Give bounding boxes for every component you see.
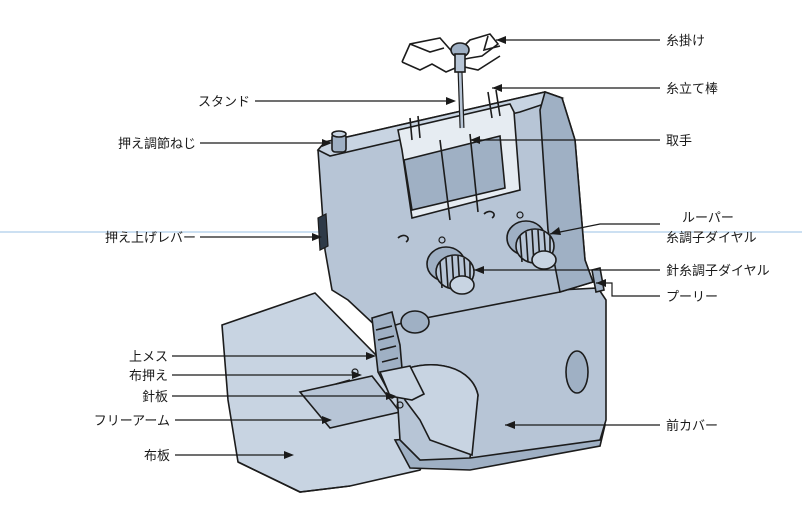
leader-lines <box>172 36 660 459</box>
looper-tension-dial <box>506 220 557 270</box>
label-pulley: プーリー <box>666 290 718 305</box>
presser-foot-shape <box>378 365 426 401</box>
label-spool-pin: 糸立て棒 <box>666 82 718 97</box>
label-needle-plate: 針板 <box>142 390 168 405</box>
presser-lever <box>317 213 329 251</box>
label-free-arm: フリーアーム <box>94 414 170 429</box>
spool-pins <box>409 89 501 141</box>
label-handle: 取手 <box>666 134 692 149</box>
label-thread-guide: 糸掛け <box>666 34 705 49</box>
thread-guide-wire <box>401 33 501 73</box>
label-cloth-plate: 布板 <box>144 449 170 464</box>
label-front-cover: 前カバー <box>666 418 718 434</box>
pulley <box>591 267 605 293</box>
part-labels: 糸掛け 糸立て棒 スタンド 押え調節ねじ 取手 押え上げレバー ルーパー 糸調子… <box>94 34 770 464</box>
serger-machine <box>221 33 607 493</box>
front-cover-oval <box>565 350 589 394</box>
label-looper-dial-line1: ルーパー <box>682 211 734 226</box>
label-stand: スタンド <box>198 95 250 110</box>
needle-tension-dial <box>426 246 475 295</box>
label-presser-lever: 押え上げレバー <box>105 231 196 246</box>
label-presser-foot: 布押え <box>129 369 168 384</box>
label-upper-knife: 上メス <box>129 350 168 365</box>
label-looper-dial-line2: 糸調子ダイヤル <box>666 231 757 246</box>
label-needle-dial: 針糸調子ダイヤル <box>666 264 770 279</box>
label-presser-screw: 押え調節ねじ <box>118 137 196 152</box>
